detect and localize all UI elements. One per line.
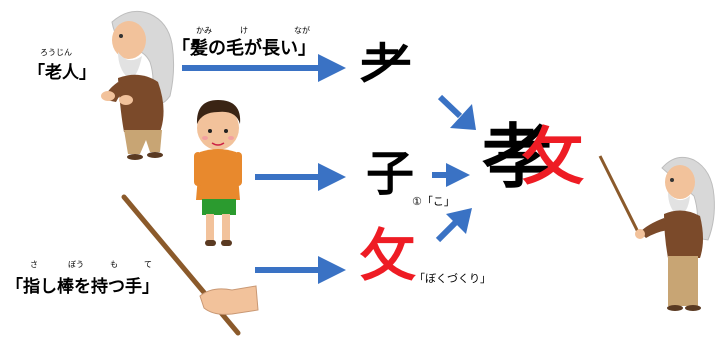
- boku-note: 「ぼくづくり」: [414, 272, 491, 285]
- boku-char: 攵: [360, 223, 416, 289]
- upper-part-char: 耂: [360, 35, 413, 96]
- sa-ruby: さ: [30, 260, 38, 269]
- kyou-left-part: 孝: [482, 115, 552, 198]
- kyou-right-part: 攵: [522, 120, 585, 193]
- kyou-char: 孝 攵: [482, 115, 585, 218]
- arrow-hair-to-upper: [182, 54, 346, 82]
- arrow-hand-to-boku: [255, 256, 346, 284]
- mo-ruby: も: [110, 260, 118, 269]
- ko-note: ①「こ」: [412, 195, 455, 208]
- ko-char: 子: [366, 146, 415, 202]
- te-ruby: て: [144, 260, 152, 269]
- naga-ruby: なが: [294, 26, 310, 35]
- bou-ruby: ぼう: [68, 260, 84, 269]
- label-long-hair: 「髪の毛が長い」: [172, 38, 316, 59]
- label-hand-with-pointer: 「指し棒を持つ手」: [6, 277, 159, 297]
- arrow-boku-to-kyou: [435, 208, 472, 243]
- arrow-child-to-ko: [255, 163, 346, 191]
- arrow-ko-to-kyou: [432, 163, 470, 187]
- kami-ruby: かみ: [196, 26, 212, 35]
- label-elderly: 「老人」: [28, 63, 96, 83]
- rojin-ruby: ろうじん: [40, 48, 72, 57]
- ke-ruby: け: [240, 26, 248, 35]
- arrow-upper-to-kyou: [437, 94, 476, 130]
